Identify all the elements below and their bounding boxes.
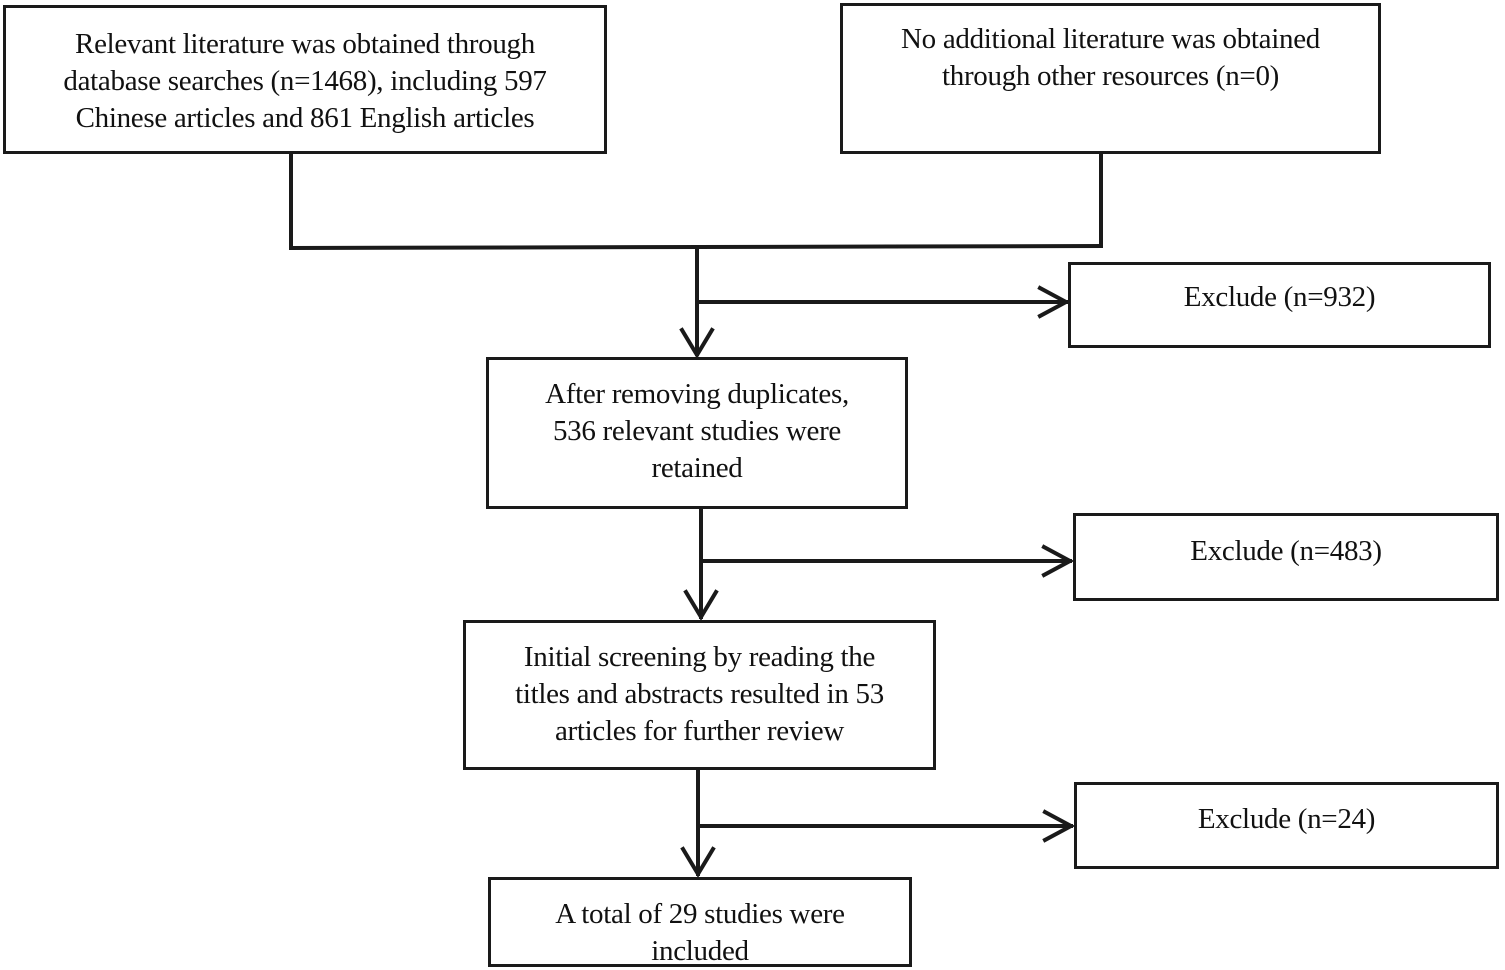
arrowhead-to-exclude-3: [1042, 809, 1076, 843]
dedup-box: After removing duplicates, 536 relevant …: [486, 357, 908, 509]
screening-box: Initial screening by reading the titles …: [463, 620, 936, 770]
search-results-line-2: database searches (n=1468), including 59…: [63, 65, 547, 97]
exclude-label-2: Exclude (n=483): [1190, 535, 1382, 567]
screening-line-3: articles for further review: [554, 715, 844, 747]
exclude-box-1: Exclude (n=932): [1068, 262, 1491, 348]
search-results-line-1: Relevant literature was obtained through: [75, 28, 535, 60]
arrowhead-to-exclude-2: [1041, 544, 1075, 578]
exclude-box-3: Exclude (n=24): [1074, 782, 1499, 869]
exclude-label-1: Exclude (n=932): [1183, 281, 1376, 313]
arrowhead-to-screening: [683, 589, 719, 621]
included-box: A total of 29 studies were included: [488, 877, 912, 967]
included-line-1: A total of 29 studies were: [555, 898, 845, 930]
other-resources-box: No additional literature was obtained th…: [840, 3, 1381, 154]
dedup-line-1: After removing duplicates,: [545, 378, 849, 410]
search-results-box: Relevant literature was obtained through…: [3, 5, 607, 154]
search-results-line-3: Chinese articles and 861 English article…: [75, 102, 535, 134]
other-resources-line-1: No additional literature was obtained: [901, 23, 1320, 55]
arrowhead-to-included: [680, 846, 716, 878]
exclude-box-2: Exclude (n=483): [1073, 513, 1499, 601]
other-resources-line-2: through other resources (n=0): [941, 60, 1280, 92]
included-line-2: included: [651, 935, 749, 967]
dedup-line-3: retained: [651, 452, 743, 484]
dedup-line-2: 536 relevant studies were: [552, 415, 842, 447]
screening-line-2: titles and abstracts resulted in 53: [515, 678, 884, 710]
screening-line-1: Initial screening by reading the: [523, 641, 876, 673]
exclude-label-3: Exclude (n=24): [1197, 803, 1376, 835]
arrowhead-to-exclude-1: [1037, 285, 1071, 319]
connector-merge-horizontal: [288, 243, 1104, 251]
arrowhead-to-dedup: [679, 327, 715, 359]
